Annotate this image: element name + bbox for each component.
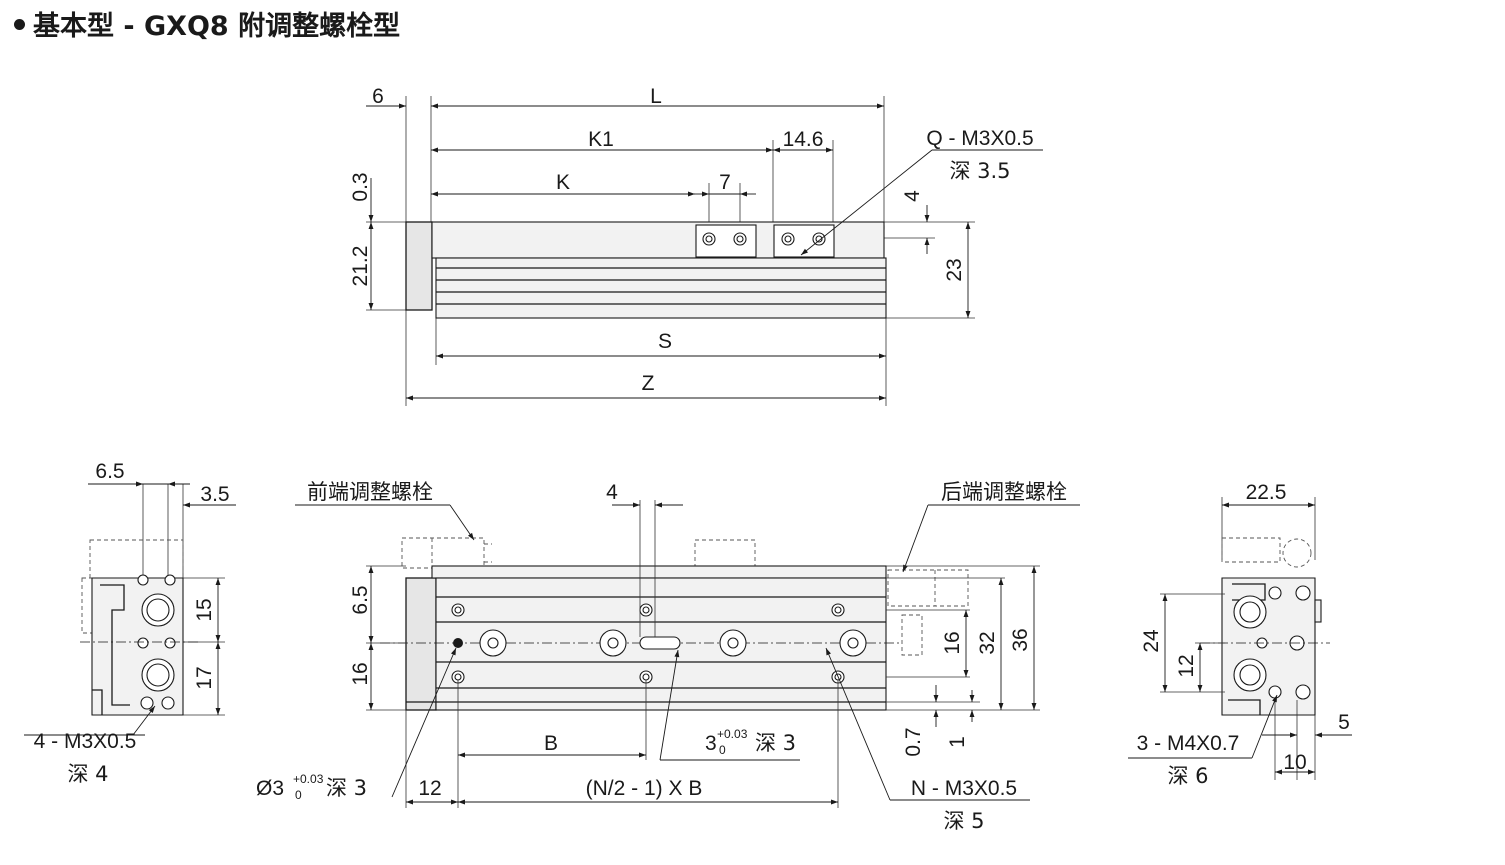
callout-q: Q - M3X0.5 — [926, 127, 1033, 150]
page-title: 基本型 - GXQ8 附调整螺栓型 — [14, 4, 400, 43]
dim-S: S — [658, 330, 672, 353]
pin-left-main: Ø3 — [256, 777, 284, 800]
dim-6: 6 — [372, 85, 384, 108]
page-title-text: 基本型 - GXQ8 附调整螺栓型 — [33, 11, 401, 42]
callout-n-depth: 深 5 — [943, 809, 984, 833]
right-dim-22-5: 22.5 — [1246, 481, 1287, 504]
pin-left-tol-upper: +0.03 — [293, 772, 324, 786]
right-dim-5: 5 — [1338, 711, 1350, 734]
callout-q-depth: 深 3.5 — [949, 159, 1010, 183]
right-view — [1128, 497, 1352, 780]
dim-K: K — [556, 171, 570, 194]
front-view — [295, 500, 1080, 808]
front-dim-16-right: 16 — [941, 631, 964, 654]
left-callout-depth: 深 4 — [67, 762, 108, 786]
dim-K1: K1 — [588, 128, 614, 151]
front-dim-36: 36 — [1009, 628, 1032, 651]
left-dim-15: 15 — [193, 598, 216, 621]
left-view — [24, 481, 236, 736]
dim-21-2: 21.2 — [349, 246, 372, 287]
front-dim-4: 4 — [606, 481, 618, 504]
dim-7: 7 — [719, 171, 731, 194]
left-dim-6-5: 6.5 — [95, 460, 124, 483]
front-dim-12: 12 — [418, 777, 441, 800]
dim-Z: Z — [642, 372, 655, 395]
top-view — [366, 96, 1043, 406]
front-dim-B: B — [544, 732, 558, 755]
dim-4: 4 — [901, 190, 924, 202]
front-dim-nb: (N/2 - 1) X B — [586, 777, 703, 800]
right-dim-10: 10 — [1283, 751, 1306, 774]
left-dim-3-5: 3.5 — [200, 483, 229, 506]
rear-bolt-label: 后端调整螺栓 — [941, 480, 1067, 504]
pin-label-left: Ø3 +0.03 0 深 3 — [256, 772, 367, 802]
front-dim-6-5: 6.5 — [349, 585, 372, 614]
bullet-icon — [14, 19, 25, 30]
right-callout-depth: 深 6 — [1167, 764, 1208, 788]
front-dim-32: 32 — [976, 631, 999, 654]
left-dim-17: 17 — [193, 666, 216, 689]
front-dim-1: 1 — [946, 736, 969, 748]
pin-left-tol-lower: 0 — [295, 788, 302, 802]
dim-14-6: 14.6 — [783, 128, 824, 151]
callout-n: N - M3X0.5 — [911, 777, 1017, 800]
pin-mid-tol-lower: 0 — [719, 743, 726, 757]
dim-23: 23 — [943, 258, 966, 281]
front-dim-16-left: 16 — [349, 662, 372, 685]
pin-left-depth: 深 3 — [326, 776, 367, 800]
left-callout: 4 - M3X0.5 — [34, 730, 137, 753]
right-dim-12: 12 — [1175, 654, 1198, 677]
dim-0-3: 0.3 — [349, 172, 372, 201]
front-dim-0-7: 0.7 — [902, 727, 925, 756]
pin-label-mid: 3 +0.03 0 深 3 — [705, 727, 796, 757]
front-bolt-label: 前端调整螺栓 — [307, 480, 433, 504]
right-dim-24: 24 — [1140, 629, 1163, 653]
pin-mid-tol-upper: +0.03 — [717, 727, 748, 741]
right-callout: 3 - M4X0.7 — [1137, 732, 1240, 755]
dim-L: L — [650, 85, 662, 108]
pin-mid-main: 3 — [705, 732, 717, 755]
pin-mid-depth: 深 3 — [755, 731, 796, 755]
